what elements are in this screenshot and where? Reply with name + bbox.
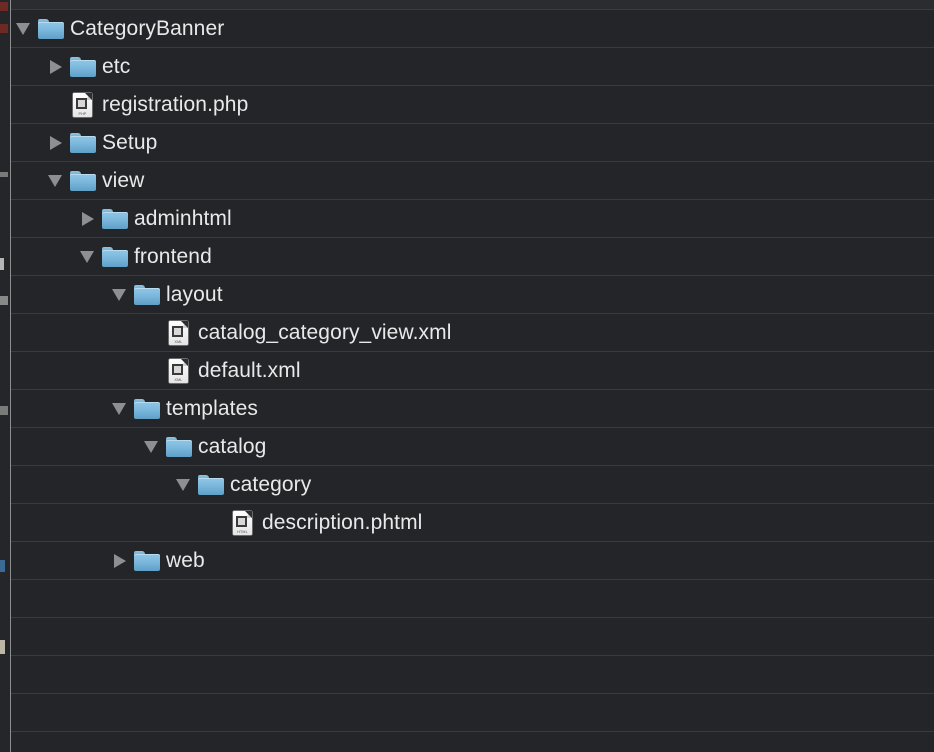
tree-row-label: default.xml	[198, 358, 301, 382]
row-indent-spacer	[0, 446, 142, 447]
edge-text-fragment	[0, 2, 8, 11]
row-indent-spacer	[0, 408, 110, 409]
row-indent-spacer	[0, 294, 110, 295]
tree-row[interactable]: view	[0, 162, 934, 200]
tree-row[interactable]: web	[0, 542, 934, 580]
chevron-down-icon[interactable]	[142, 428, 164, 466]
chevron-down-icon[interactable]	[14, 10, 36, 48]
tree-row-label: web	[166, 548, 205, 572]
chevron-down-icon[interactable]	[78, 238, 100, 276]
tree-row-label: catalog_category_view.xml	[198, 320, 452, 344]
edge-text-fragment	[0, 24, 8, 33]
edge-text-fragment	[0, 172, 8, 177]
twisty-placeholder	[206, 504, 228, 542]
tree-row[interactable]: catalog	[0, 428, 934, 466]
twisty-placeholder	[142, 352, 164, 390]
tree-row-empty[interactable]	[0, 618, 934, 656]
twisty-placeholder	[142, 314, 164, 352]
folder-icon	[68, 162, 98, 200]
tree-row-label: templates	[166, 396, 258, 420]
tree-row-label: Setup	[102, 130, 158, 154]
twisty-placeholder	[46, 86, 68, 124]
tree-row-label: etc	[102, 54, 131, 78]
tree-row[interactable]: category	[0, 466, 934, 504]
folder-icon	[100, 200, 130, 238]
row-indent-spacer	[0, 484, 174, 485]
tree-row-empty[interactable]	[0, 732, 934, 752]
tree-row-label: catalog	[198, 434, 267, 458]
tree-row-label: adminhtml	[134, 206, 232, 230]
row-indent-spacer	[0, 256, 78, 257]
php-file-icon: PHP	[68, 86, 98, 124]
tree-row-clipped-top	[0, 0, 934, 10]
xml-file-icon: XML	[164, 314, 194, 352]
adjacent-panel-edge-sliver	[0, 0, 11, 752]
row-indent-spacer	[0, 332, 142, 333]
tree-row[interactable]: templates	[0, 390, 934, 428]
folder-icon	[132, 276, 162, 314]
row-indent-spacer	[0, 370, 142, 371]
chevron-right-icon[interactable]	[78, 200, 100, 238]
chevron-down-icon[interactable]	[46, 162, 68, 200]
tree-row[interactable]: frontend	[0, 238, 934, 276]
tree-row-empty[interactable]	[0, 694, 934, 732]
folder-icon	[132, 390, 162, 428]
folder-icon	[68, 48, 98, 86]
edge-text-fragment	[0, 640, 5, 654]
chevron-down-icon[interactable]	[110, 276, 132, 314]
tree-row[interactable]: CategoryBanner	[0, 10, 934, 48]
tree-row[interactable]: Setup	[0, 124, 934, 162]
chevron-down-icon[interactable]	[174, 466, 196, 504]
html-file-icon: HTML	[228, 504, 258, 542]
tree-row-label: layout	[166, 282, 223, 306]
tree-row[interactable]: adminhtml	[0, 200, 934, 238]
tree-row-label: CategoryBanner	[70, 16, 225, 40]
folder-icon	[164, 428, 194, 466]
tree-row-label: description.phtml	[262, 510, 423, 534]
folder-icon	[196, 466, 226, 504]
tree-row-label: category	[230, 472, 312, 496]
row-indent-spacer	[0, 218, 78, 219]
tree-row[interactable]: etc	[0, 48, 934, 86]
folder-icon	[100, 238, 130, 276]
edge-text-fragment	[0, 406, 8, 415]
row-indent-spacer	[0, 522, 206, 523]
folder-icon	[68, 124, 98, 162]
tree-row-empty[interactable]	[0, 580, 934, 618]
chevron-right-icon[interactable]	[46, 48, 68, 86]
folder-icon	[36, 10, 66, 48]
chevron-down-icon[interactable]	[110, 390, 132, 428]
folder-icon	[132, 542, 162, 580]
tree-row-label: view	[102, 168, 145, 192]
xml-file-icon: XML	[164, 352, 194, 390]
row-indent-spacer	[0, 560, 110, 561]
edge-text-fragment	[0, 258, 4, 270]
tree-row-label: registration.php	[102, 92, 249, 116]
tree-row[interactable]: layout	[0, 276, 934, 314]
tree-row-label: frontend	[134, 244, 212, 268]
edge-text-fragment	[0, 560, 5, 572]
edge-text-fragment	[0, 296, 8, 305]
chevron-right-icon[interactable]	[110, 542, 132, 580]
tree-row-empty[interactable]	[0, 656, 934, 694]
chevron-right-icon[interactable]	[46, 124, 68, 162]
